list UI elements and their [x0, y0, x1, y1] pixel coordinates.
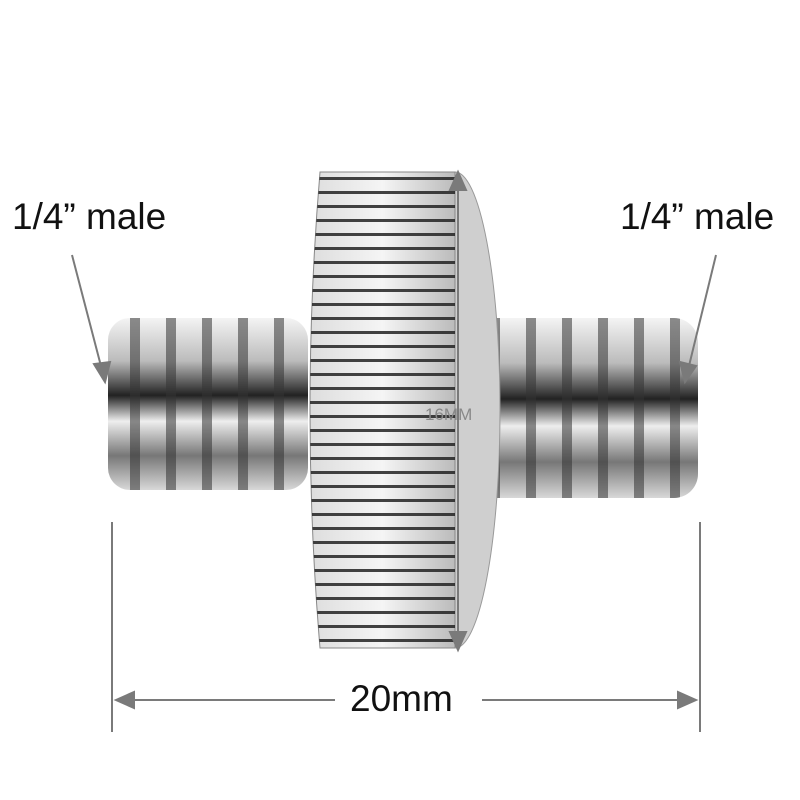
- right-callout-line: [687, 254, 717, 371]
- knurled-wheel: [309, 171, 456, 649]
- arrowhead-top: [448, 169, 468, 191]
- left-callout-arrowhead: [92, 360, 112, 385]
- arrowhead-right: [677, 690, 699, 710]
- diameter-label: 16MM: [425, 405, 472, 424]
- left-thread-label: 1/4” male: [12, 196, 167, 237]
- dimension-lines: [71, 169, 717, 732]
- length-label: 20mm: [350, 678, 453, 719]
- left-thread: [108, 318, 308, 490]
- left-callout-line: [71, 254, 103, 371]
- right-callout-arrowhead: [678, 360, 698, 385]
- arrowhead-bottom: [448, 631, 468, 653]
- right-thread-label: 1/4” male: [620, 196, 775, 237]
- arrowhead-left: [113, 690, 135, 710]
- right-thread: [470, 318, 698, 498]
